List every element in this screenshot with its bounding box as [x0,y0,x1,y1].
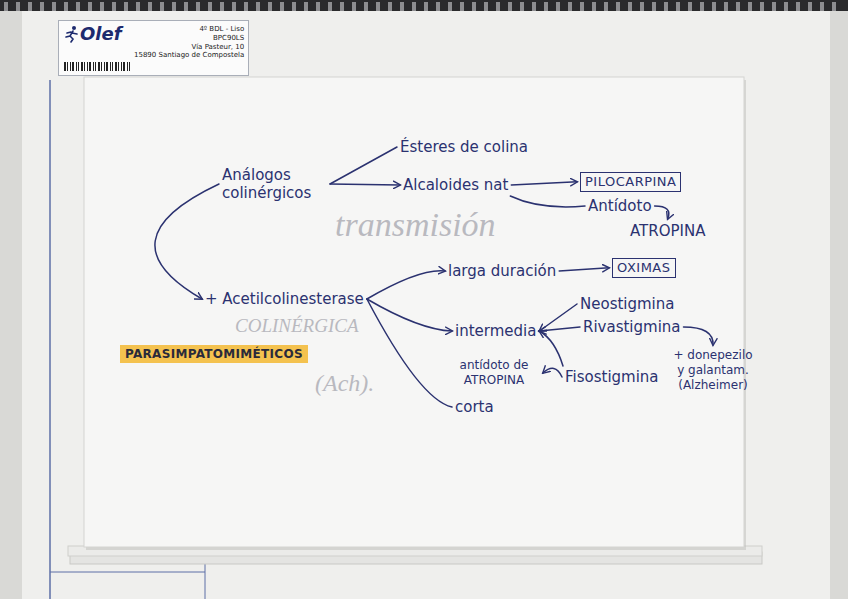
address-line: 4º BDL - Liso [134,25,244,34]
node-text: Neostigmina [580,295,675,313]
page-line [49,80,51,599]
connector-arrow [511,182,577,185]
index-card [84,77,744,547]
brand-logo: Olef [80,25,122,43]
connector-arrow [367,271,445,299]
node-text: PARASIMPATOMIMÉTICOS [125,347,303,361]
page-line [205,560,206,599]
connector-arrow [539,327,580,331]
node-text: Ésteres de colina [400,138,528,156]
watermark-text: transmisión [335,206,496,243]
connector-arrow [543,368,562,377]
runner-icon [64,25,80,43]
connector-arrow [330,184,400,185]
connector-arrow [330,147,397,184]
highlight-band: PARASIMPATOMIMÉTICOS [120,345,308,363]
mindmap-item: corta [455,398,494,416]
node-text: Fisostigmina [565,368,659,386]
page-line [50,572,205,573]
mindmap-item: larga duración [448,262,556,280]
mindmap-item: Antídoto [588,197,652,215]
node-text: OXIMAS [617,260,671,276]
node-text: + Acetilcolinesterase [205,290,364,308]
connector-arrow [539,331,563,366]
connector-arrow [684,327,714,345]
address-line: BPC90LS [134,34,244,43]
sticker-address: 4º BDL - LisoBPC90LSVía Pasteur, 1015890… [134,25,244,71]
connector-arrow [539,304,577,331]
connector-arrow [559,268,609,271]
watermark-word: (Ach). [315,370,374,396]
address-line: 15890 Santiago de Compostela [134,51,244,60]
connector-arrow [655,206,669,219]
connector-arrow [155,184,219,299]
mindmap-item: Rivastigmina [583,318,681,336]
boxed-item: PILOCARPINA [580,172,681,192]
address-line: Vía Pasteur, 10 [134,43,244,52]
mindmap-topic: Análogos colinérgicos [222,166,327,202]
spiral-rings [4,2,836,11]
node-text: PILOCARPINA [585,174,676,190]
node-text: Rivastigmina [583,318,681,336]
address-sticker: Olef 4º BDL - LisoBPC90LSVía Pasteur, 101… [58,20,249,76]
barcode [64,62,134,71]
watermark-text: COLINÉRGICA [235,316,359,337]
sticker-logo-area: Olef [64,25,134,71]
watermark-text: (Ach). [315,370,374,396]
node-text: Antídoto [588,197,652,215]
note-item: + donepezilo y galantam. (Alzheimer) [668,348,758,393]
boxed-item: OXIMAS [612,258,676,278]
mindmap-item: Alcaloides nat [403,176,508,194]
watermark-word: transmisión [335,206,496,243]
mindmap-item: Fisostigmina [565,368,659,386]
node-text: intermedia [455,322,536,340]
connector-arrow [367,299,452,407]
node-text: antídoto de ATROPINA [448,358,540,388]
spiral-band [0,0,848,11]
node-text: ATROPINA [630,222,705,240]
node-text: + donepezilo y galantam. (Alzheimer) [668,348,758,393]
notebook-page [22,10,830,599]
connector-arrow [367,299,452,331]
node-text: Alcaloides nat [403,176,508,194]
mindmap-item: + Acetilcolinesterase [205,290,364,308]
mindmap-item: intermedia [455,322,536,340]
mindmap-item: ATROPINA [630,222,705,240]
node-text: larga duración [448,262,556,280]
connector-arrow [510,196,585,207]
sticker-logo-row: Olef [64,25,134,43]
note-item: antídoto de ATROPINA [448,358,540,388]
node-text: corta [455,398,494,416]
node-text: Análogos colinérgicos [222,166,327,202]
mindmap-item: Neostigmina [580,295,675,313]
mindmap-item: Ésteres de colina [400,138,528,156]
watermark-word: COLINÉRGICA [235,316,359,337]
